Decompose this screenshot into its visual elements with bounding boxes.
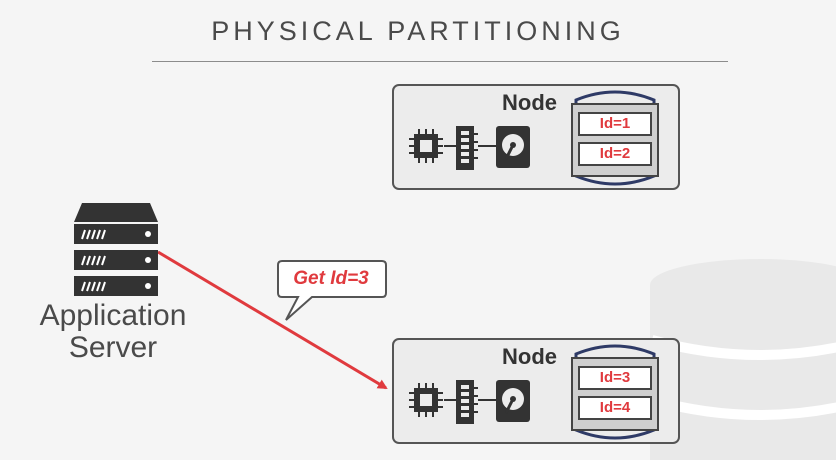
- hardware-icons: [409, 380, 530, 424]
- database-icon: Id=3 Id=4: [570, 344, 660, 440]
- application-server-label-line1: Application: [39, 299, 187, 332]
- memory-icon: [456, 380, 478, 424]
- memory-icon: [456, 126, 478, 170]
- partition: Id=3: [578, 366, 652, 390]
- database-icon: Id=1 Id=2: [570, 90, 660, 186]
- request-label: Get Id=3: [293, 268, 369, 289]
- node-label: Node: [502, 90, 557, 115]
- node-2: Node Id=3 Id=4: [392, 338, 680, 444]
- page-title: PHYSICAL PARTITIONING: [211, 16, 625, 46]
- hardware-icons: [409, 126, 530, 170]
- application-server-label: Application Server: [28, 300, 198, 364]
- node-1: Node Id=1 Id=2: [392, 84, 680, 190]
- request-callout-bubble: [277, 260, 387, 321]
- cpu-icon: [409, 129, 443, 163]
- partition: Id=4: [578, 396, 652, 420]
- node-label: Node: [502, 344, 557, 369]
- disk-icon: [496, 126, 530, 168]
- cpu-icon: [409, 383, 443, 417]
- disk-icon: [496, 380, 530, 422]
- partition: Id=2: [578, 142, 652, 166]
- partition: Id=1: [578, 112, 652, 136]
- application-server-label-line2: Server: [68, 331, 158, 364]
- title-divider: [152, 61, 728, 62]
